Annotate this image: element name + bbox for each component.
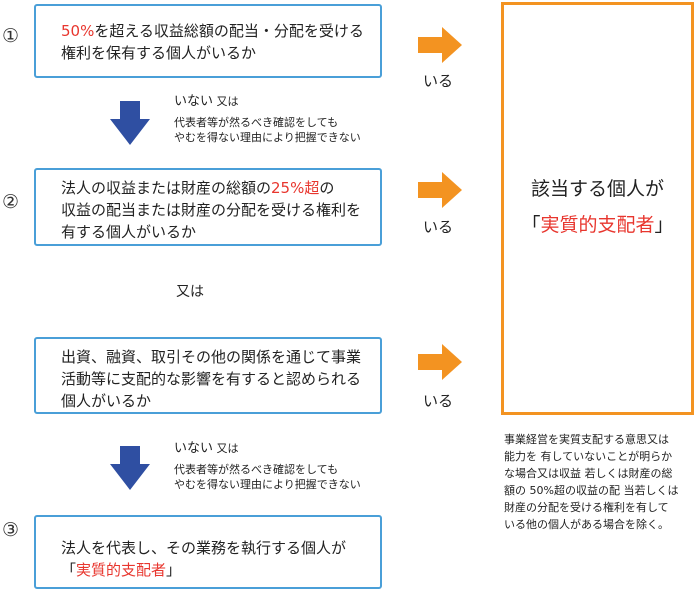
down-arrow-icon-2 xyxy=(110,446,150,490)
not-found-note-2: いない 又は 代表者等が然るべき確認をしても やむを得ない理由により把握できない xyxy=(174,441,361,492)
question-2b-line-2: 活動等に支配的な影響を有すると認められる xyxy=(61,370,362,388)
not-found-or-2: 又は xyxy=(216,442,239,455)
note-line-6: いる他の個人がある場合を除く。 xyxy=(504,518,669,531)
question-box-2: 法人の収益または財産の総額の25%超の 収益の配当または財産の分配を受ける権利を… xyxy=(34,168,382,246)
not-found-or-1: 又は xyxy=(216,95,239,108)
note-line-3: な場合又は収益 若しくは財産の総 xyxy=(504,467,673,480)
step-number-3: ③ xyxy=(2,519,20,541)
right-arrow-icon-2 xyxy=(418,172,462,208)
result-highlight: 実質的支配者 xyxy=(540,214,655,236)
result-line-1: 該当する個人が xyxy=(530,178,664,200)
not-found-note-1: いない 又は 代表者等が然るべき確認をしても やむを得ない理由により把握できない xyxy=(174,94,361,145)
question-3-quote-open: 「 xyxy=(61,561,77,579)
result-box: 該当する個人が 「実質的支配者」 xyxy=(501,2,694,415)
not-found-label-2: いない xyxy=(174,441,214,456)
down-arrow-icon-1 xyxy=(110,101,150,145)
question-2-line-3: 有する個人がいるか xyxy=(61,223,197,241)
note-line-4: 額の 50%超の収益の配 当若しくは xyxy=(504,484,679,497)
note-line-5: 財産の分配を受ける権利を有して xyxy=(504,501,669,514)
question-3-line-1: 法人を代表し、その業務を執行する個人が xyxy=(61,539,347,557)
step-number-2: ② xyxy=(2,191,20,213)
question-2-line-1-post: の xyxy=(319,179,335,197)
question-box-2b: 出資、融資、取引その他の関係を通じて事業 活動等に支配的な影響を有すると認められ… xyxy=(34,337,382,414)
threshold-50-percent: 50% xyxy=(61,22,95,40)
not-found-label-1: いない xyxy=(174,94,214,109)
question-1-line-2: 権利を保有する個人がいるか xyxy=(61,44,257,62)
result-quote-open: 「 xyxy=(521,214,541,236)
question-3-highlight: 実質的支配者 xyxy=(76,561,167,579)
right-arrow-icon-1 xyxy=(418,27,462,63)
step-number-1: ① xyxy=(2,25,20,47)
note-line-2: 能力を 有していないことが明らか xyxy=(504,450,673,463)
note-line-1: 事業経営を実質支配する意思又は xyxy=(504,433,669,446)
question-box-3: 法人を代表し、その業務を執行する個人が 「実質的支配者」 xyxy=(34,515,382,589)
question-box-1: 50%を超える収益総額の配当・分配を受ける 権利を保有する個人がいるか xyxy=(34,4,382,78)
question-3-quote-close: 」 xyxy=(166,561,182,579)
or-label: 又は xyxy=(176,284,204,300)
right-arrow-icon-3 xyxy=(418,344,462,380)
not-found-line-2a: 代表者等が然るべき確認をしても xyxy=(174,463,339,476)
not-found-line-1a: 代表者等が然るべき確認をしても xyxy=(174,116,339,129)
exclusion-note: 事業経営を実質支配する意思又は 能力を 有していないことが明らか な場合又は収益… xyxy=(504,431,678,533)
exists-label-1: いる xyxy=(423,72,454,90)
question-2b-line-3: 個人がいるか xyxy=(61,392,152,410)
question-2b-line-1: 出資、融資、取引その他の関係を通じて事業 xyxy=(61,348,362,366)
result-quote-close: 」 xyxy=(654,214,674,236)
threshold-25-percent: 25%超 xyxy=(271,179,320,197)
question-1-line-1: を超える収益総額の配当・分配を受ける xyxy=(94,22,364,40)
question-2-line-1-pre: 法人の収益または財産の総額の xyxy=(61,179,272,197)
not-found-line-2b: やむを得ない理由により把握できない xyxy=(174,478,361,491)
result-line-2: 「実質的支配者」 xyxy=(504,209,691,241)
not-found-line-1b: やむを得ない理由により把握できない xyxy=(174,131,361,144)
exists-label-3: いる xyxy=(423,392,454,410)
exists-label-2: いる xyxy=(423,218,454,236)
question-2-line-2: 収益の配当または財産の分配を受ける権利を xyxy=(61,201,362,219)
